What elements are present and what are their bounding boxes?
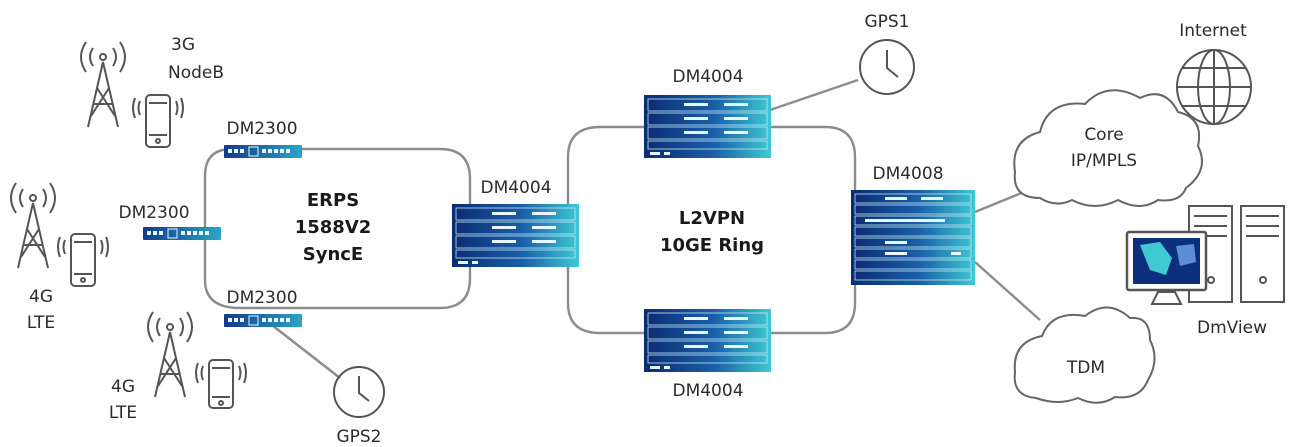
dm4004-center-label: DM4004 [480, 178, 551, 198]
erps-ring-label-line2: 1588V2 [295, 217, 372, 238]
dm4004-bottom-label: DM4004 [672, 381, 743, 401]
dm2300-bot-device[interactable] [224, 314, 302, 327]
dm4004-center-device[interactable] [452, 204, 579, 267]
nodeb-label-line1: 3G [171, 35, 195, 55]
clock-icon [859, 39, 915, 95]
smartphone-icon [57, 233, 109, 287]
l2vpn-ring-label-line1: L2VPN [679, 208, 745, 229]
core-label-line1: Core [1084, 125, 1123, 145]
lte-left-label-line2: LTE [27, 313, 55, 333]
cell-tower-icon [10, 182, 56, 269]
lte-left-label-line1: 4G [29, 287, 53, 307]
smartphone-icon [132, 94, 184, 148]
lte-bottom-label-line1: 4G [111, 377, 135, 397]
lte-bottom-label-line2: LTE [109, 403, 137, 423]
labels: 3G NodeB DM2300 DM2300 DM2300 4G LTE 4G … [27, 12, 1267, 447]
server-tower-icon [1188, 205, 1285, 303]
core-label-line2: IP/MPLS [1071, 151, 1137, 171]
internet-label: Internet [1179, 21, 1247, 41]
dm4008-device[interactable] [851, 190, 975, 285]
nodeb-label-line2: NodeB [168, 63, 224, 83]
tdm-cloud-icon [1013, 306, 1156, 404]
gps2-link [267, 321, 341, 379]
dm2300-mid-device[interactable] [143, 227, 221, 240]
dm4008-label: DM4008 [872, 164, 943, 184]
monitor-icon [1125, 230, 1208, 305]
gps1-link [769, 78, 859, 112]
dm2300-top-label: DM2300 [226, 119, 297, 139]
links [203, 78, 1059, 379]
dmview-label: DmView [1197, 318, 1267, 338]
gps1-label: GPS1 [864, 12, 909, 32]
tdm-link [974, 261, 1041, 321]
globe-icon [1176, 49, 1252, 125]
dm2300-top-device[interactable] [224, 145, 302, 158]
smartphone-icon [195, 359, 247, 409]
gps2-label: GPS2 [336, 427, 381, 447]
l2vpn-ring-label-line2: 10GE Ring [660, 235, 764, 256]
dm2300-bot-label: DM2300 [226, 288, 297, 308]
clock-icon [333, 366, 385, 418]
left-ring-link [203, 147, 472, 310]
dm4004-top-device[interactable] [644, 95, 771, 158]
right-ring-link [566, 125, 857, 335]
dm4004-top-label: DM4004 [672, 67, 743, 87]
dm2300-mid-label: DM2300 [118, 203, 189, 223]
tdm-label: TDM [1066, 358, 1105, 378]
core-cloud-icon [1013, 89, 1203, 207]
erps-ring-label-line1: ERPS [307, 190, 359, 211]
dm4004-bottom-device[interactable] [644, 309, 771, 372]
cell-tower-icon [147, 311, 193, 398]
cell-tower-icon [80, 41, 126, 128]
erps-ring-label-line3: SyncE [303, 244, 363, 265]
